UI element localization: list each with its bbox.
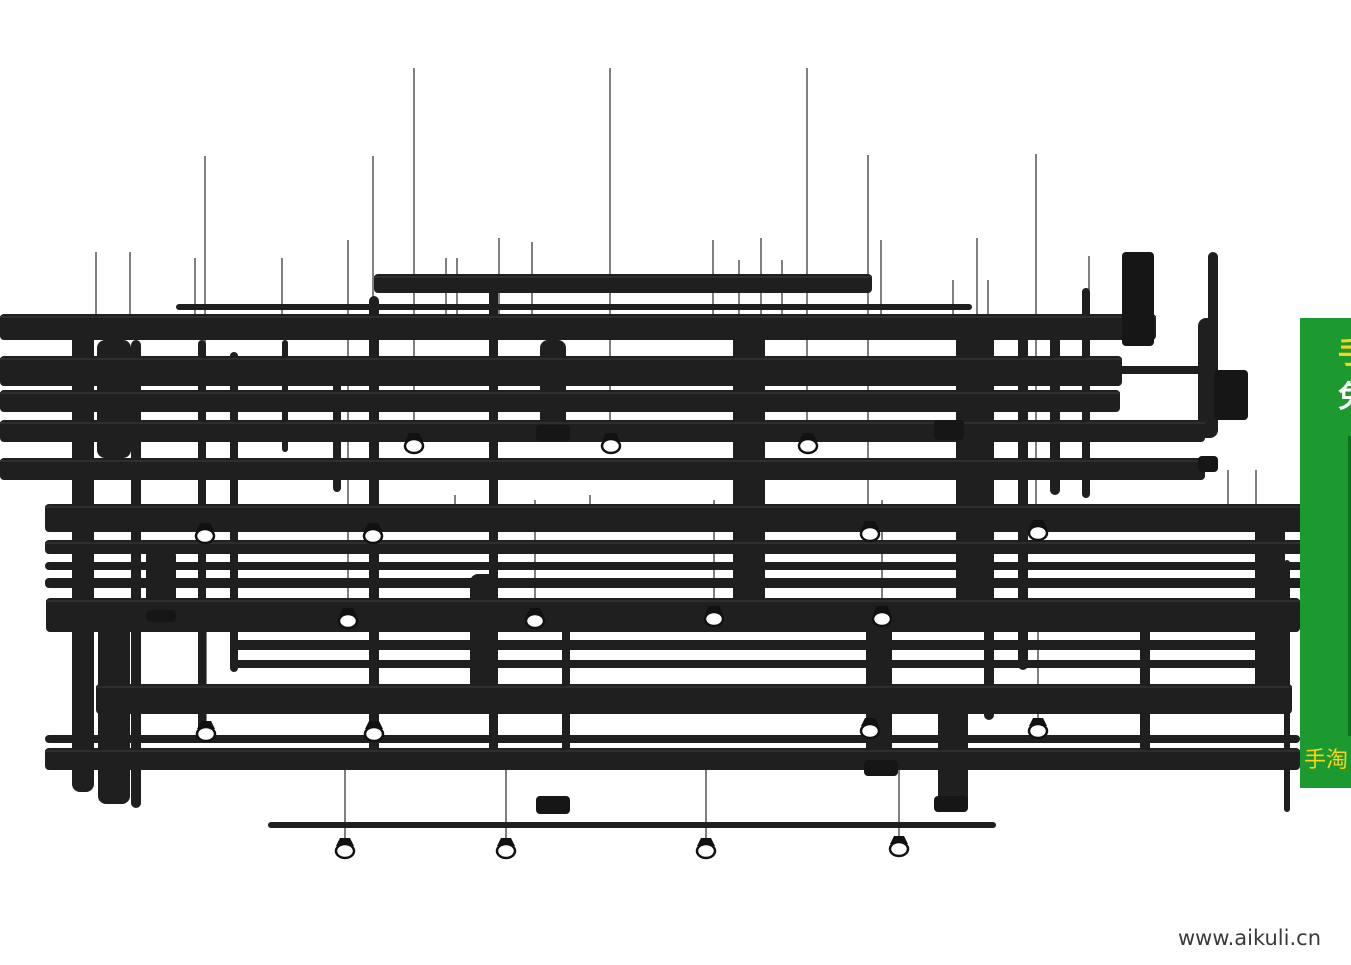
horizontal-pipes: [0, 274, 1305, 828]
lamp-glass: [695, 842, 717, 860]
hanging-lamp: [363, 721, 385, 743]
hanging-lamp: [524, 608, 546, 630]
horizontal-pipe: [0, 390, 1120, 412]
pipe-highlight: [46, 600, 1300, 602]
lamp-glass: [337, 612, 359, 630]
horizontal-pipe: [176, 304, 972, 310]
hanging-lamp: [871, 606, 893, 628]
pipe-fittings: [146, 252, 1248, 814]
horizontal-pipe: [150, 690, 650, 694]
lamp-glass: [334, 842, 356, 860]
banner-line-1: 手: [1338, 332, 1351, 376]
pipe-fitting: [536, 796, 570, 814]
banner-divider: [1348, 436, 1351, 736]
pipe-fitting: [146, 610, 176, 622]
hanging-lamp: [403, 433, 425, 455]
horizontal-pipe: [45, 748, 1300, 770]
lamp-glass: [524, 612, 546, 630]
lamp-glass: [195, 725, 217, 743]
hanging-lamp: [600, 433, 622, 455]
pipe-highlight: [96, 686, 1292, 688]
pipe-fitting: [1122, 252, 1154, 346]
pipe-fitting: [864, 760, 898, 776]
horizontal-pipe: [45, 578, 1305, 588]
hanging-lamp: [194, 523, 216, 545]
horizontal-pipe: [45, 562, 1305, 570]
hanging-lamp: [1027, 520, 1049, 542]
pipe-highlight: [45, 542, 1305, 544]
vertical-pipe: [1208, 252, 1218, 382]
pipe-fitting: [1198, 456, 1218, 472]
pipe-fitting: [1214, 370, 1248, 420]
pipe-highlight: [374, 276, 872, 278]
lamp-glass: [495, 842, 517, 860]
banner-caption: 手淘: [1304, 748, 1349, 773]
hanging-lamps: [194, 433, 1049, 860]
hanging-lamp: [362, 523, 384, 545]
horizontal-pipe: [230, 660, 1290, 668]
hanging-lamp: [1027, 718, 1049, 740]
lamp-glass: [797, 437, 819, 455]
horizontal-pipe: [96, 684, 1292, 714]
horizontal-pipe: [374, 274, 872, 293]
pipe-highlight: [0, 460, 1205, 462]
lamp-glass: [600, 437, 622, 455]
lamp-glass: [888, 840, 910, 858]
horizontal-pipe: [46, 598, 1300, 632]
pipe-highlight: [45, 506, 1305, 508]
hanging-lamp: [703, 606, 725, 628]
horizontal-pipe: [0, 420, 1205, 442]
lamp-glass: [363, 725, 385, 743]
lamp-glass: [859, 722, 881, 740]
lamp-glass: [871, 610, 893, 628]
banner-line-2: 免: [1338, 376, 1351, 420]
lamp-glass: [194, 527, 216, 545]
horizontal-pipe: [0, 314, 1156, 340]
lamp-glass: [1027, 524, 1049, 542]
hanging-lamp: [195, 721, 217, 743]
site-watermark: www.aikuli.cn: [1178, 926, 1322, 950]
pipe-highlight: [45, 750, 1300, 752]
hanging-lamp: [334, 838, 356, 860]
horizontal-pipe: [45, 504, 1305, 532]
horizontal-pipe: [0, 458, 1205, 480]
hanging-lamp: [495, 838, 517, 860]
pipe-highlight: [0, 358, 1122, 360]
side-banner: 手 免 手淘: [1300, 318, 1351, 788]
hanging-lamp: [695, 838, 717, 860]
pipe-fitting: [536, 425, 570, 441]
hanging-lamp: [859, 718, 881, 740]
horizontal-pipe: [268, 822, 996, 828]
hanging-lamp: [797, 433, 819, 455]
lamp-glass: [403, 437, 425, 455]
lamp-glass: [859, 525, 881, 543]
pipe-highlight: [0, 316, 1156, 318]
hanging-lamp: [337, 608, 359, 630]
hanging-lamp: [859, 521, 881, 543]
banner-headline: 手 免: [1338, 332, 1351, 420]
lamp-glass: [703, 610, 725, 628]
pipe-highlight: [0, 392, 1120, 394]
horizontal-pipe: [230, 640, 1290, 650]
pipe-highlight: [0, 422, 1205, 424]
lamp-glass: [362, 527, 384, 545]
horizontal-pipe: [336, 366, 1206, 374]
horizontal-pipe: [45, 735, 1300, 743]
hanging-lamp: [888, 836, 910, 858]
pipe-fitting: [934, 796, 968, 812]
lamp-glass: [1027, 722, 1049, 740]
pipe-fitting: [934, 420, 964, 440]
